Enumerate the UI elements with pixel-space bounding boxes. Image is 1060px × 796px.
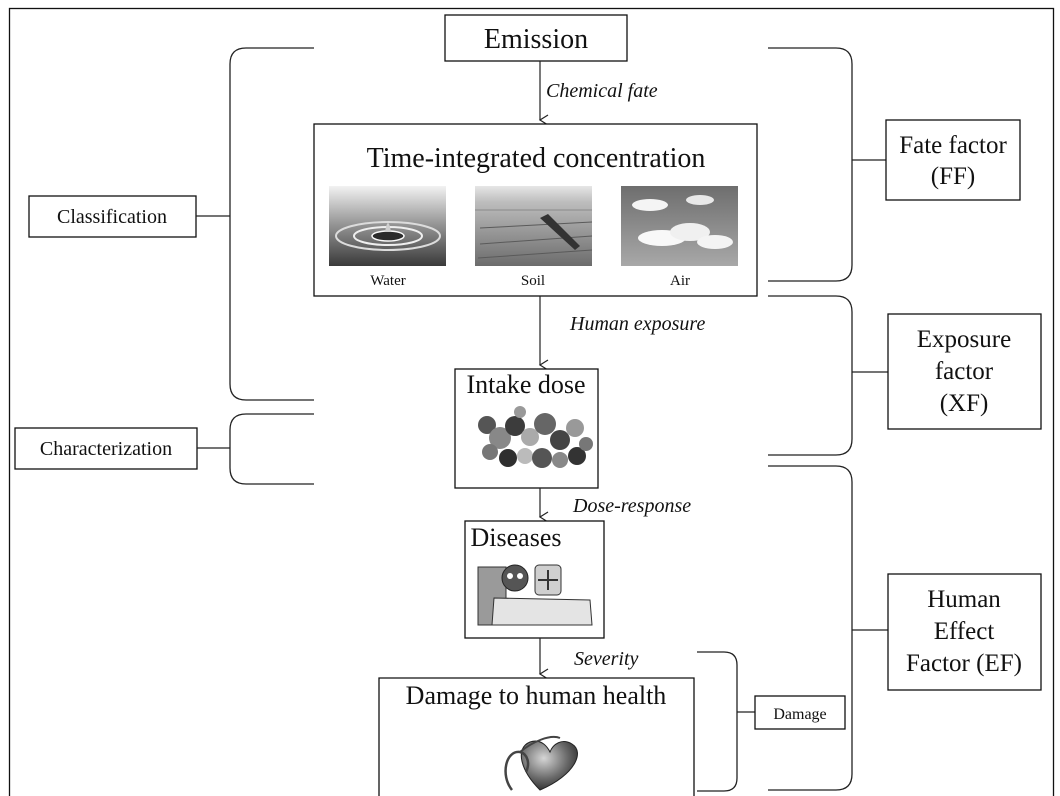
effect-factor-brace [768, 465, 853, 791]
diseases-node: Diseases [464, 520, 605, 639]
classification-group: Classification [28, 47, 314, 401]
fate-factor-group: Fate factor (FF) [768, 47, 1021, 282]
exposure-factor-brace [768, 295, 853, 456]
intake-dose-node: Intake dose [454, 368, 599, 489]
dose-response-label: Dose-response [572, 495, 691, 517]
soil-label: Soil [521, 273, 545, 289]
damage-health-node: Damage to human health [378, 677, 695, 796]
classification-label: Classification [57, 206, 167, 228]
food-image [478, 406, 593, 468]
damage-health-label: Damage to human health [406, 681, 667, 710]
diseases-label: Diseases [471, 523, 562, 552]
severity-label: Severity [574, 648, 639, 670]
damage-label: Damage [773, 706, 826, 723]
exposure-factor-group: Exposure factor (XF) [768, 295, 1042, 456]
effect-factor-line3: Factor (EF) [906, 650, 1022, 677]
fate-factor-line1: Fate factor [899, 132, 1007, 159]
sick-bed-image [477, 564, 593, 626]
chemical-fate-label: Chemical fate [546, 80, 658, 102]
outer-frame [8, 7, 1055, 796]
damage-bracket [697, 651, 738, 792]
human-exposure-label: Human exposure [569, 313, 705, 335]
water-label: Water [370, 273, 405, 289]
air-label: Air [670, 273, 690, 289]
exposure-factor-line3: (XF) [940, 390, 989, 417]
effect-factor-line2: Effect [934, 618, 995, 645]
concentration-label: Time-integrated concentration [367, 143, 706, 174]
fate-factor-brace [768, 47, 853, 282]
characterization-brace [229, 413, 314, 485]
fate-factor-line2: (FF) [931, 163, 975, 190]
heart-stethoscope-image [504, 736, 578, 791]
soil-image [475, 186, 593, 266]
emission-node: Emission [444, 14, 628, 62]
water-image [329, 186, 446, 266]
characterization-label: Characterization [40, 438, 172, 460]
damage-group: Damage [697, 651, 846, 792]
effect-factor-group: Human Effect Factor (EF) [768, 465, 1042, 791]
air-image [621, 186, 738, 266]
exposure-factor-line1: Exposure [917, 326, 1011, 353]
concentration-node: Time-integrated concentration Water Soil [313, 123, 758, 297]
effect-factor-line1: Human [927, 586, 1001, 613]
characterization-group: Characterization [14, 413, 314, 485]
intake-dose-label: Intake dose [466, 370, 585, 399]
classification-brace [229, 47, 314, 401]
exposure-factor-line2: factor [935, 358, 994, 385]
emission-label: Emission [484, 24, 588, 55]
